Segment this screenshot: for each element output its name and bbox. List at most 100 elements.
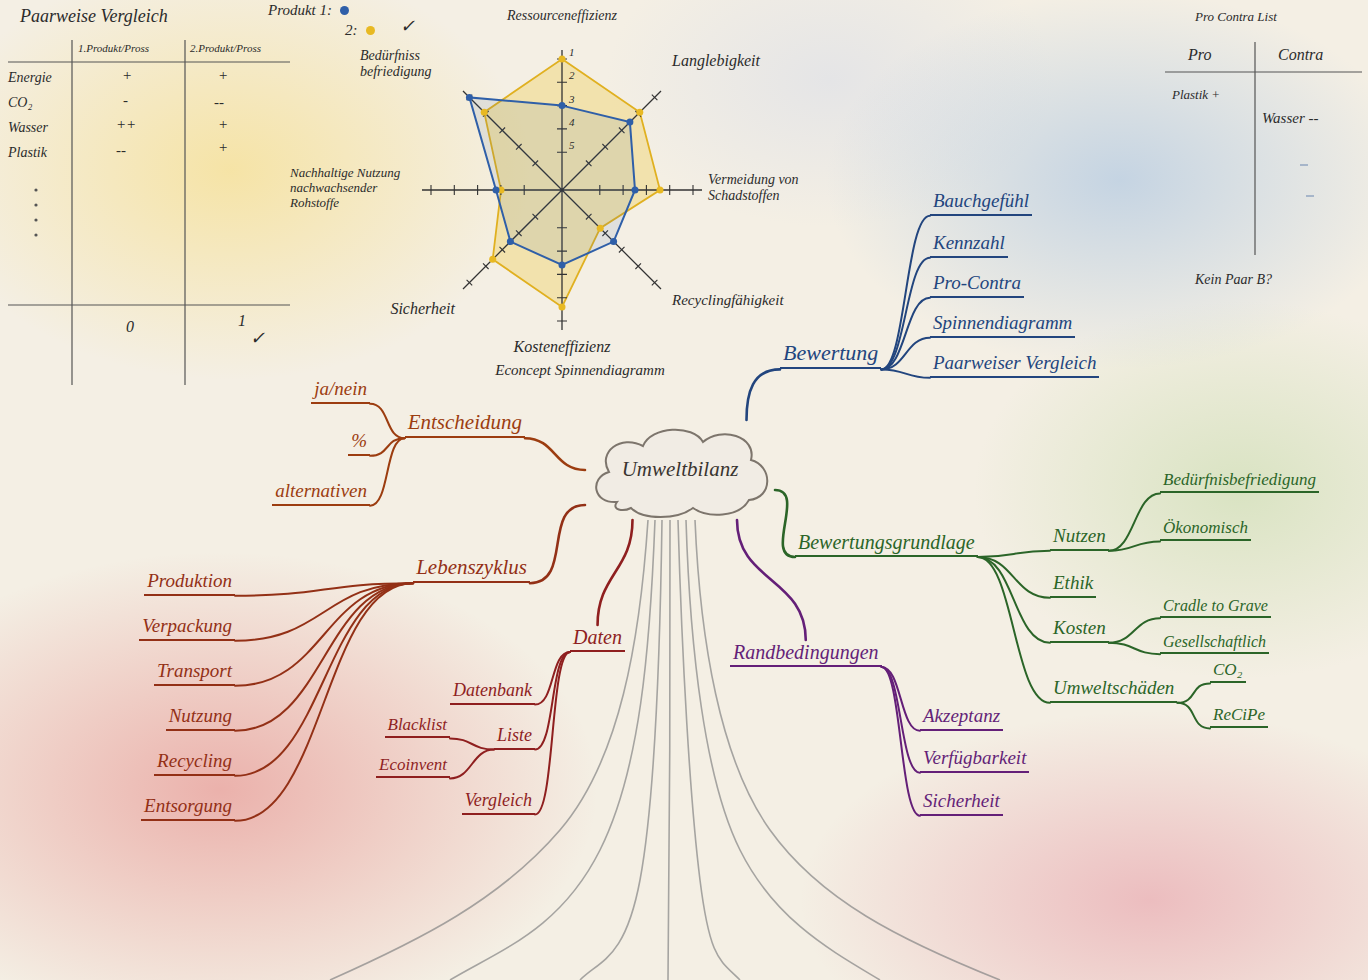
table-grid (8, 40, 290, 385)
stroke (580, 520, 662, 980)
axis-label: Sicherheit (390, 300, 455, 318)
node-text: Verpackung (142, 615, 232, 636)
branch-label: Produktion (144, 570, 235, 596)
node-text: Produktion (147, 570, 232, 591)
pro-contra-lines (1165, 42, 1362, 255)
table-cell: + (218, 67, 228, 84)
node-text: Umweltbilanz (622, 457, 739, 482)
radar-chart (422, 50, 702, 330)
list-text: Pro (1188, 46, 1211, 64)
branch-line (535, 652, 570, 815)
branch-line (1109, 493, 1160, 550)
table-cell: Paarweise Vergleich (20, 6, 168, 27)
legend-swatch (366, 26, 375, 35)
branch-label: Cradle to Grave (1160, 596, 1271, 618)
branch-label: ReCiPe (1210, 705, 1268, 728)
dot (34, 233, 37, 236)
node-text: Umweltschäden (1053, 677, 1174, 698)
branch-line (881, 258, 930, 370)
table-cell: 2.Produkt/Pross (190, 42, 261, 55)
branch-label: Gesellschaftlich (1160, 632, 1269, 654)
product-1-points (466, 94, 639, 269)
node-text: Ökonomisch (1163, 518, 1248, 537)
list-text: Kein Paar B? (1195, 272, 1272, 288)
branch-line (978, 551, 1050, 557)
node-text: Paarweiser Vergleich (933, 352, 1096, 373)
branch-label: Ökonomisch (1160, 518, 1251, 541)
table-cell: - (123, 92, 128, 109)
node-text: Sicherheit (923, 790, 1000, 811)
stroke (450, 520, 655, 980)
radar-axes (422, 50, 702, 330)
branch-label: Kosten (1050, 617, 1109, 643)
scale-number: 1 (569, 47, 575, 58)
node-text: Cradle to Grave (1163, 597, 1268, 614)
central-cloud: Umweltbilanz (585, 420, 775, 520)
comparison-table-lines (8, 40, 290, 385)
branch-label: Recycling (154, 750, 235, 776)
branch-label: Ecoinvent (376, 755, 450, 778)
branch-label: Akzeptanz (920, 705, 1003, 731)
stroke (686, 520, 880, 980)
table-cell: -- (116, 142, 126, 159)
table-cell: CO₂ (8, 95, 32, 111)
dot (34, 203, 37, 206)
axis-label: Ressourceneffizienz (507, 8, 617, 24)
axis-label: Kosteneffizienz (514, 338, 611, 356)
node-text: Pro-Contra (933, 272, 1021, 293)
node-text: Datenbank (453, 680, 532, 700)
node-text: Liste (497, 725, 532, 745)
node-text: Daten (573, 626, 622, 648)
node-text: Randbedingungen (733, 641, 879, 663)
node-text: Entscheidung (408, 410, 522, 434)
node-text: Blacklist (388, 715, 447, 734)
branch-line (882, 667, 920, 816)
branch-line (235, 583, 413, 821)
dot (34, 218, 37, 221)
point (559, 56, 566, 63)
branch-label: Paarweiser Vergleich (930, 352, 1099, 378)
dash-marks (1300, 165, 1314, 196)
branch-line (1177, 683, 1210, 702)
legend-text: Produkt 1: (268, 2, 332, 19)
node-text: ReCiPe (1213, 705, 1265, 724)
node-text: Bewertung (783, 340, 878, 365)
node-text: Entsorgung (144, 795, 232, 816)
table-cell: + (218, 116, 228, 133)
scale-number: 3 (569, 94, 575, 105)
node-text: Kennzahl (933, 232, 1005, 253)
stroke (668, 520, 670, 980)
list-text: Wasser -- (1262, 110, 1319, 127)
legend-row: 2: (345, 22, 375, 39)
node-text: Vergleich (465, 790, 532, 810)
axis-label: Vermeidung von Schadstoffen (708, 172, 836, 204)
branch-line (881, 338, 930, 370)
point (636, 109, 643, 116)
branch-label: Datenbank (450, 680, 535, 705)
point (559, 304, 566, 311)
branch-label: Kennzahl (930, 232, 1008, 258)
branch-label: Randbedingungen (730, 640, 882, 667)
node-text: % (351, 430, 367, 451)
node-text: Bewertungsgrundlage (798, 531, 975, 553)
axis-label: Econcept Spinnendiagramm (495, 362, 665, 379)
branch-line (881, 298, 930, 370)
node-text: ja/nein (314, 378, 367, 399)
node-text: Ethik (1053, 572, 1093, 593)
table-cell: + (122, 67, 132, 84)
node-text: Recycling (157, 750, 232, 771)
branch-label: Entscheidung (405, 410, 525, 438)
branch-line (530, 505, 585, 583)
point (493, 187, 500, 194)
node-text: Nutzung (169, 705, 232, 726)
node-text: Nutzen (1053, 525, 1106, 546)
branch-line (881, 369, 930, 377)
node-text: Lebenszyklus (416, 555, 527, 579)
branch-line (747, 369, 781, 420)
branch-line (235, 583, 413, 731)
point (626, 119, 633, 126)
table-cell: Wasser (8, 120, 48, 136)
branch-label: Spinnendiagramm (930, 312, 1075, 338)
check-mark: ✓ (400, 16, 415, 37)
branch-line (598, 520, 633, 625)
